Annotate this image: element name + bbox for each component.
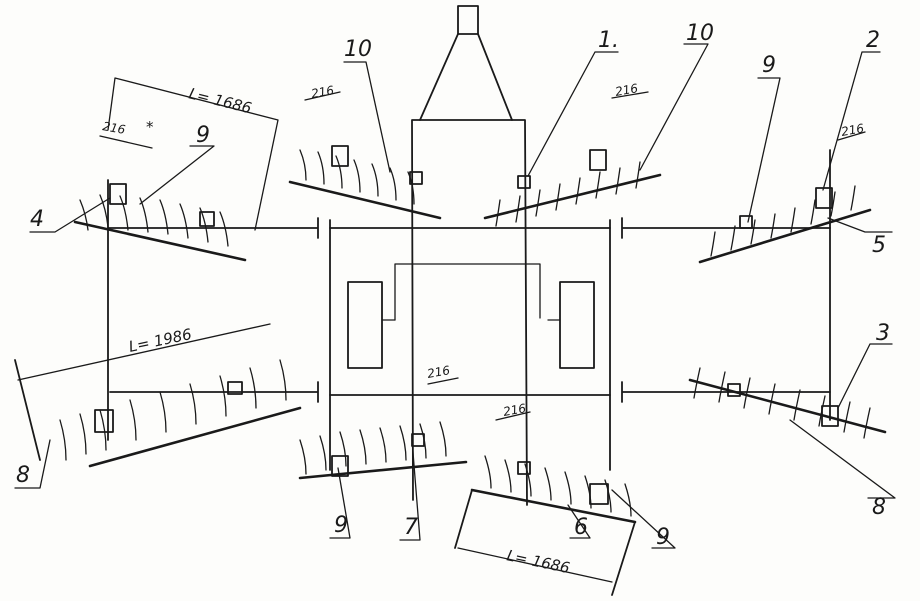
disc-gang-top-right — [698, 185, 872, 264]
disc-gang-bottom-right — [688, 367, 887, 439]
left-wheel — [347, 281, 383, 369]
dimension-216-a: 216 — [310, 83, 335, 101]
dimension-216-e: 216 — [426, 363, 451, 381]
dimension-l1686-bottom: L= 1686 — [505, 546, 571, 577]
right-wheel — [559, 281, 595, 369]
hitch-tongue — [419, 5, 513, 121]
dimension-lines — [17, 77, 866, 583]
label-9-top-left: 9 — [196, 123, 210, 148]
label-3: 3 — [876, 321, 890, 346]
label-10-right: 10 — [686, 21, 714, 46]
leader-lines — [14, 43, 896, 549]
label-7: 7 — [404, 515, 418, 540]
label-9-top-right: 9 — [762, 53, 776, 78]
label-8-right: 8 — [872, 495, 886, 520]
label-1: 1. — [598, 28, 619, 53]
disc-gang-bottom-center-right — [454, 455, 637, 596]
disc-gang-bottom-center-left — [298, 421, 468, 480]
dimension-216-b: 216 — [614, 81, 639, 99]
disc-gang-bottom-left — [14, 359, 302, 468]
central-frame — [329, 119, 611, 506]
dimension-216-c: 216 — [840, 121, 865, 139]
label-9-bottom-left: 9 — [334, 513, 348, 538]
disc-gang-top-left — [73, 183, 247, 262]
label-2: 2 — [866, 28, 880, 53]
label-4: 4 — [30, 207, 44, 232]
label-6: 6 — [574, 515, 588, 540]
label-10-left: 10 — [344, 37, 372, 62]
dimension-216-f: 216 — [502, 401, 527, 419]
dimension-l1986: L= 1986 — [127, 325, 193, 356]
dimension-asterisk: * — [146, 118, 154, 136]
label-8-left: 8 — [16, 463, 30, 488]
label-5: 5 — [872, 233, 886, 258]
dimension-216-d: 216 — [101, 119, 126, 137]
disc-gang-top-center-right — [483, 149, 662, 227]
axle-lines — [107, 149, 831, 441]
dimension-l1686-top: L= 1686 — [187, 84, 253, 117]
disc-gang-top-center-left — [288, 145, 442, 220]
label-9-bottom-right: 9 — [656, 525, 670, 550]
